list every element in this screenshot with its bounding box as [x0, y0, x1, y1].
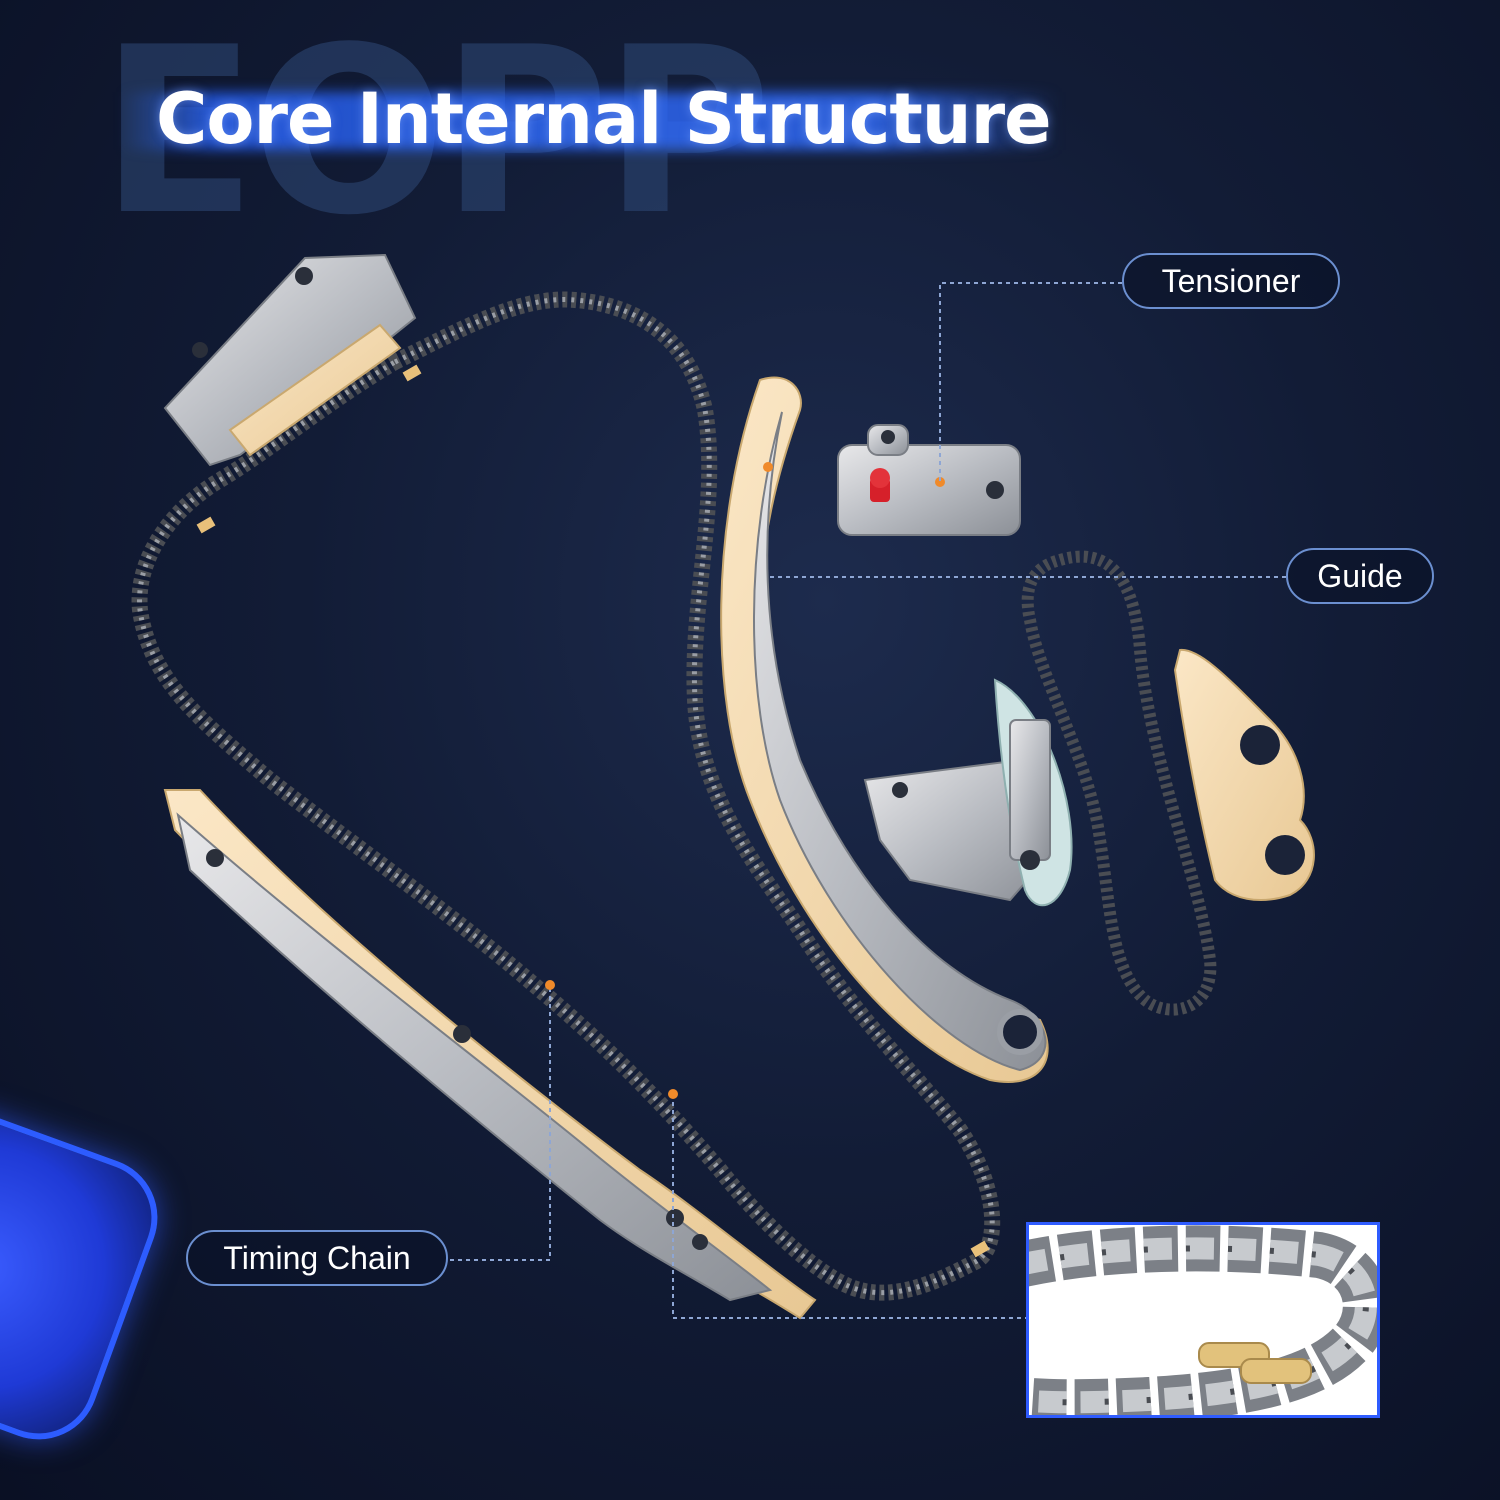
guide-callout-label: Guide: [1286, 548, 1434, 604]
tensioner-arm: [720, 376, 1049, 1083]
lower-chain-guide-rail: [163, 789, 817, 1320]
chain-marker-link: [970, 1240, 990, 1258]
hydraulic-tensioner: [837, 424, 1021, 536]
callout-leader-lines: [450, 282, 1286, 1319]
tensioner-leader-line: [939, 282, 1122, 482]
oil-pump-tensioner-shoe: [1173, 648, 1315, 901]
timing-chain-marker-dot: [545, 980, 555, 990]
oil-pump-chain: [1021, 550, 1217, 1016]
tensioner-callout-label: Tensioner: [1122, 253, 1340, 309]
timing-chain-callout-label: Timing Chain: [186, 1230, 448, 1286]
chain-closeup-image: [1029, 1225, 1377, 1415]
chain-marker-link: [196, 516, 216, 534]
page-title: Core Internal Structure: [156, 78, 1052, 160]
chain-closeup-inset: [1026, 1222, 1380, 1418]
zoom-leader-line: [672, 1094, 1026, 1319]
upper-chain-guide: [163, 253, 417, 467]
zoom-marker-dot: [668, 1089, 678, 1099]
main-timing-chain: [131, 291, 1001, 1301]
title-highlight: [120, 92, 1060, 150]
chain-marker-link: [402, 364, 422, 382]
oil-pump-chain-guide: [863, 678, 1073, 907]
timing-chain-leader-line: [450, 985, 551, 1261]
